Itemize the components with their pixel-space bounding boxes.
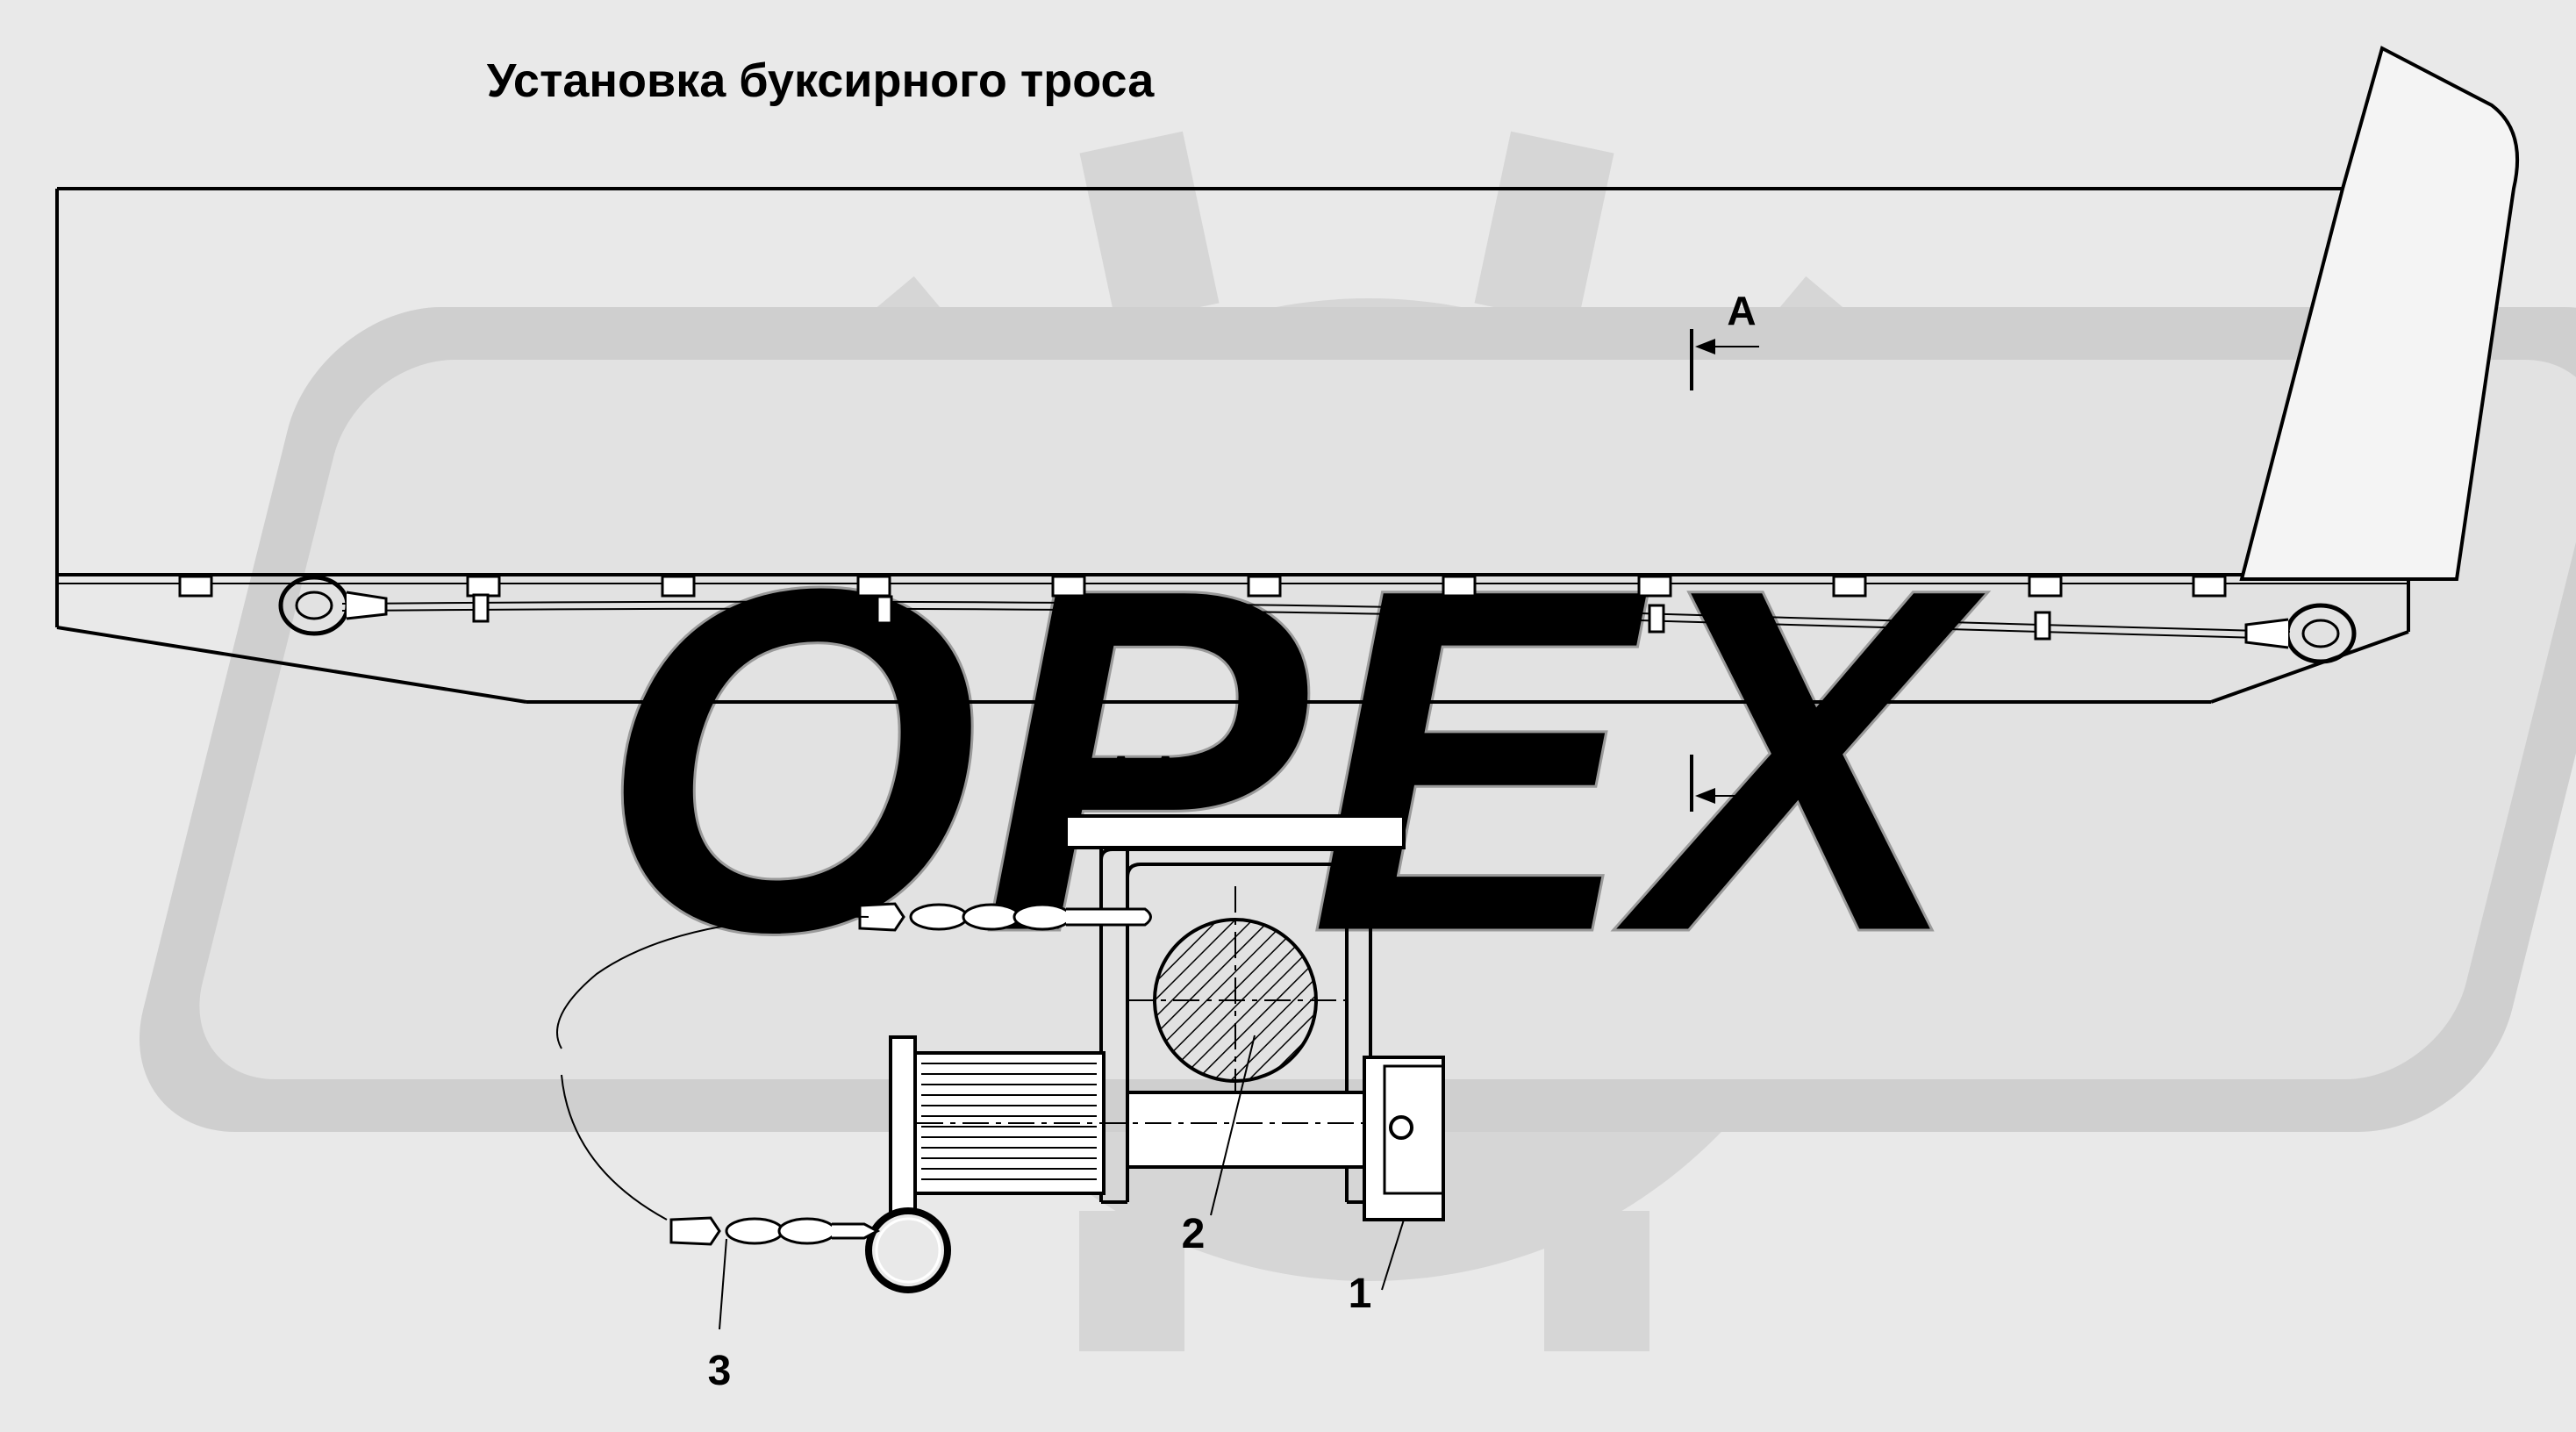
cable-clips — [472, 593, 2051, 641]
retaining-cord-upper — [556, 915, 869, 1049]
cable-eye-left — [278, 575, 388, 636]
frame-brackets — [178, 575, 2227, 598]
section-marker-bottom-label: A — [1719, 807, 1748, 853]
pin-thread-lines — [921, 1063, 1097, 1180]
section-view-label: A-A — [1106, 748, 1180, 795]
frame-side-view — [55, 46, 2520, 704]
callout-2: 2 — [1182, 1035, 1256, 1257]
rear-plate — [2239, 46, 2520, 581]
callout-3: 3 — [708, 1238, 732, 1394]
pin-shaft — [1126, 1091, 1392, 1169]
watermark-banner-inner — [199, 360, 2576, 1079]
retaining-chain-upper — [858, 902, 1152, 932]
retaining-cord-lower — [561, 1074, 668, 1221]
pull-ring — [865, 1207, 951, 1293]
section-marker-top: A — [1690, 288, 1759, 390]
section-marker-top-label: A — [1727, 288, 1756, 333]
section-view-a-a — [865, 814, 1445, 1293]
pin-head — [889, 1035, 917, 1214]
retaining-chain-lower — [669, 1216, 881, 1246]
tow-cable-assembly — [278, 575, 2357, 664]
tow-cable — [341, 600, 2291, 633]
section-marker-bottom: A — [1690, 755, 1759, 853]
callout-1-label: 1 — [1349, 1271, 1372, 1317]
watermark-logo: OPEX — [139, 131, 2576, 1351]
mounting-plate — [1064, 814, 1406, 849]
callout-2-label: 2 — [1182, 1211, 1206, 1257]
axle-section — [1153, 918, 1318, 1083]
cable-eye-right — [2244, 603, 2357, 664]
page-title: Установка буксирного троса — [487, 54, 1156, 107]
callout-3-label: 3 — [708, 1348, 732, 1394]
callout-1: 1 — [1349, 1219, 1405, 1317]
